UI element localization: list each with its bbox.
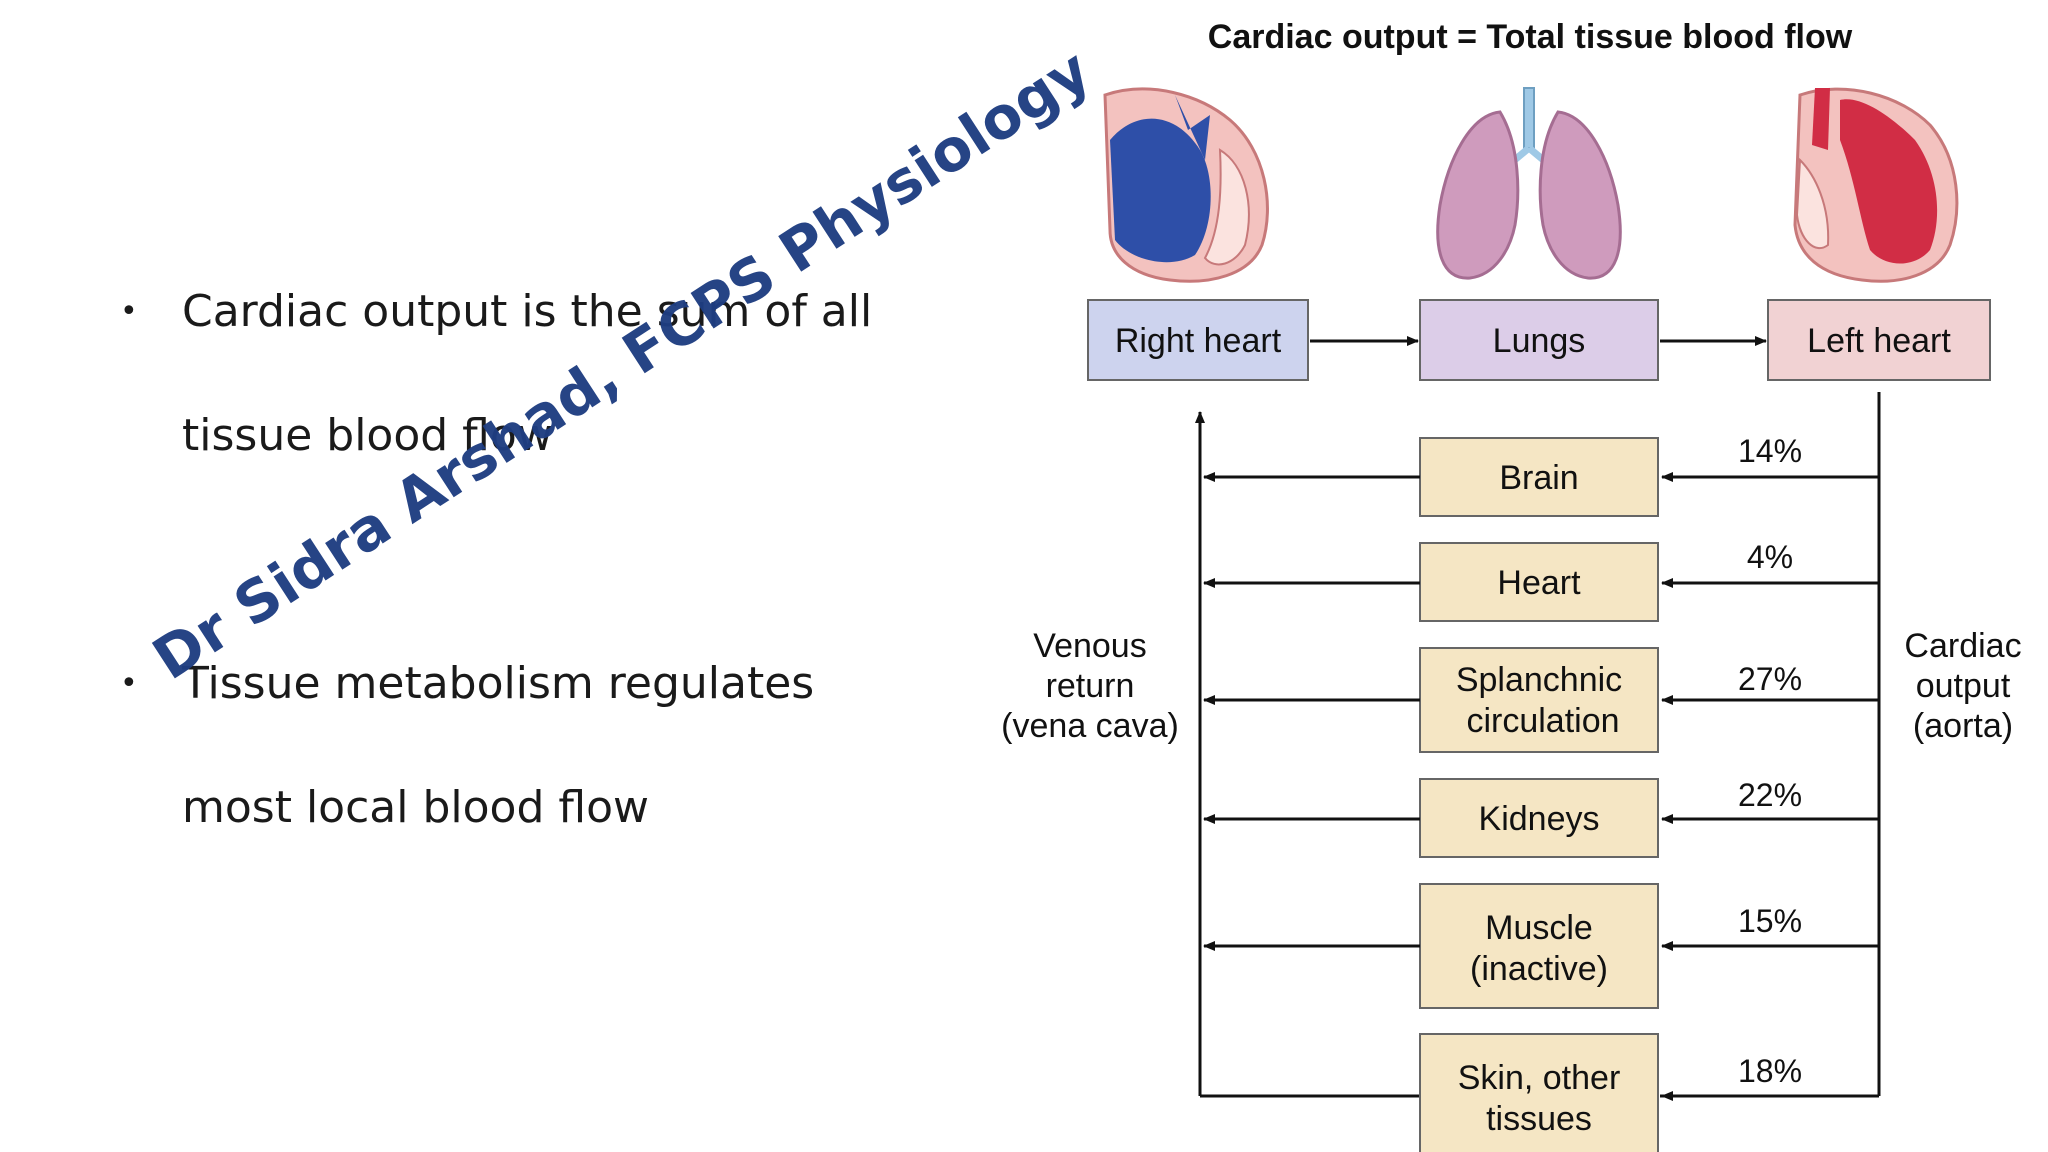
organ-box xyxy=(1419,883,1659,1009)
cardiac-label-line: (aorta) xyxy=(1913,707,2013,745)
venous-return-label: Venous return (vena cava) xyxy=(1001,627,1179,745)
organ-label-line2: circulation xyxy=(1466,702,1619,740)
organ-row-splanchnic: Splanchnic circulation 27% xyxy=(1203,647,1879,753)
organ-row-heart: Heart 4% xyxy=(1203,539,1879,622)
organ-row-brain: Brain 14% xyxy=(1203,433,1879,517)
organ-label-line1: Skin, other xyxy=(1458,1059,1621,1097)
bullet-item: • Cardiac output is the sum of all tissu… xyxy=(120,250,942,498)
right-heart-box xyxy=(1087,299,1309,381)
organ-label-line2: (inactive) xyxy=(1470,950,1608,988)
organ-label: Brain xyxy=(1499,459,1578,497)
organ-label: Heart xyxy=(1497,564,1581,602)
organ-box xyxy=(1419,1033,1659,1152)
bullet-item: • Tissue metabolism regulates most local… xyxy=(120,622,942,870)
organ-box xyxy=(1419,778,1659,858)
bullet-dot: • xyxy=(120,666,138,701)
diagram-title: Cardiac output = Total tissue blood flow xyxy=(1208,18,1853,56)
organ-row-kidneys: Kidneys 22% xyxy=(1203,777,1879,858)
flow-percent: 4% xyxy=(1747,539,1793,575)
venous-label-line: (vena cava) xyxy=(1001,707,1179,745)
organ-row-skin: Skin, other tissues 18% xyxy=(1419,1033,1879,1152)
left-heart-illustration xyxy=(1793,87,1959,283)
organ-label-line2: tissues xyxy=(1486,1100,1592,1138)
bullet-dot: • xyxy=(120,294,138,329)
organ-label-line1: Splanchnic xyxy=(1456,661,1622,699)
organ-box xyxy=(1419,437,1659,517)
cardiac-label-line: output xyxy=(1916,667,2011,705)
flow-percent: 18% xyxy=(1738,1053,1802,1089)
organ-row-muscle: Muscle (inactive) 15% xyxy=(1203,883,1879,1009)
flow-percent: 14% xyxy=(1738,433,1802,469)
right-heart-label: Right heart xyxy=(1115,322,1282,360)
bullet-line: most local blood flow xyxy=(182,782,649,833)
lungs-illustration xyxy=(1436,87,1622,280)
cardiac-output-label: Cardiac output (aorta) xyxy=(1904,627,2021,745)
right-heart-illustration xyxy=(1103,87,1269,283)
flow-percent: 15% xyxy=(1738,903,1802,939)
organ-label: Kidneys xyxy=(1479,800,1600,838)
venous-label-line: Venous xyxy=(1033,627,1146,665)
flow-percent: 22% xyxy=(1738,777,1802,813)
organ-box xyxy=(1419,542,1659,622)
left-heart-box xyxy=(1767,299,1991,381)
lungs-label: Lungs xyxy=(1493,322,1586,360)
bullet-line: tissue blood flow xyxy=(182,410,553,461)
bullet-line: Tissue metabolism regulates xyxy=(182,658,815,709)
bullet-line: Cardiac output is the sum of all xyxy=(182,286,873,337)
left-heart-label: Left heart xyxy=(1807,322,1951,360)
organ-box xyxy=(1419,647,1659,753)
flow-percent: 27% xyxy=(1738,661,1802,697)
lungs-box xyxy=(1419,299,1659,381)
venous-label-line: return xyxy=(1046,667,1135,705)
organ-label-line1: Muscle xyxy=(1485,909,1593,947)
cardiac-label-line: Cardiac xyxy=(1904,627,2021,665)
